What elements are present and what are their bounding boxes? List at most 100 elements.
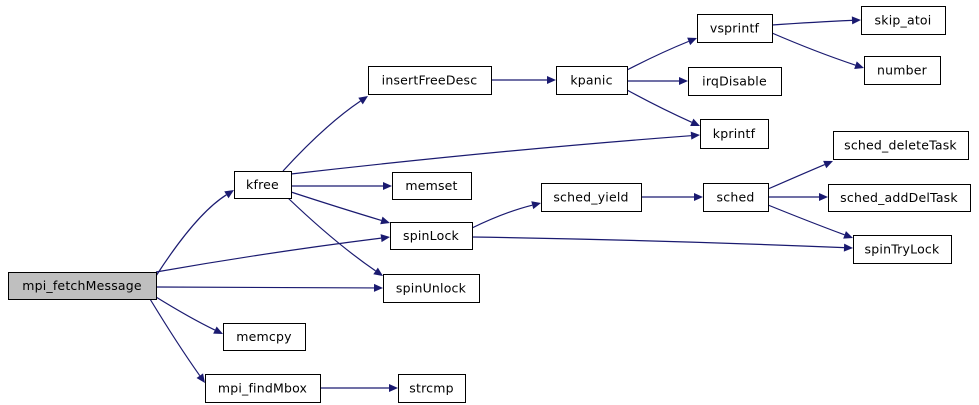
arrowhead-icon bbox=[547, 76, 556, 84]
node-box[interactable] bbox=[556, 66, 628, 95]
arrowhead-icon bbox=[690, 118, 700, 126]
node-sched_yield[interactable]: sched_yield bbox=[541, 183, 642, 212]
node-box[interactable] bbox=[383, 274, 480, 303]
node-label: kprintf bbox=[713, 126, 756, 141]
edge-sched_yield-to-sched bbox=[641, 193, 703, 201]
arrowhead-icon bbox=[196, 373, 205, 383]
edge-line bbox=[282, 100, 361, 172]
edge-mpi_fetchMessage-to-memcpy bbox=[155, 296, 223, 334]
node-strcmp[interactable]: strcmp bbox=[398, 374, 466, 403]
node-label: insertFreeDesc bbox=[382, 73, 478, 88]
edge-mpi_findMbox-to-strcmp bbox=[319, 384, 398, 392]
node-sched[interactable]: sched bbox=[703, 183, 769, 212]
node-mpi_fetchMessage[interactable]: mpi_fetchMessage bbox=[8, 272, 157, 300]
edge-mpi_fetchMessage-to-kfree bbox=[155, 190, 234, 277]
edge-kfree-to-kprintf bbox=[290, 131, 700, 175]
node-label: spinUnlock bbox=[396, 281, 467, 296]
node-number[interactable]: number bbox=[864, 56, 941, 85]
node-sched_addDelTask[interactable]: sched_addDelTask bbox=[828, 184, 971, 212]
node-box[interactable] bbox=[8, 272, 157, 300]
node-kpanic[interactable]: kpanic bbox=[556, 66, 628, 95]
edge-spinLock-to-sched_yield bbox=[471, 201, 541, 229]
node-box[interactable] bbox=[861, 6, 946, 35]
arrowhead-icon bbox=[843, 231, 853, 239]
node-box[interactable] bbox=[390, 222, 473, 250]
node-box[interactable] bbox=[398, 374, 466, 403]
edge-kfree-to-insertFreeDesc bbox=[282, 96, 368, 172]
arrowhead-icon bbox=[358, 96, 368, 105]
arrowhead-icon bbox=[531, 201, 541, 210]
node-insertFreeDesc[interactable]: insertFreeDesc bbox=[368, 66, 492, 95]
node-kprintf[interactable]: kprintf bbox=[700, 119, 769, 149]
node-spinUnlock[interactable]: spinUnlock bbox=[383, 274, 480, 303]
node-label: spinTryLock bbox=[865, 242, 940, 257]
arrowhead-icon bbox=[213, 326, 223, 334]
arrowhead-icon bbox=[687, 37, 697, 46]
edge-vsprintf-to-number bbox=[771, 32, 864, 69]
node-box[interactable] bbox=[697, 14, 773, 43]
node-irqDisable[interactable]: irqDisable bbox=[688, 67, 782, 96]
edge-kpanic-to-kprintf bbox=[626, 89, 700, 126]
edges-layer bbox=[149, 16, 864, 392]
node-label: sched_addDelTask bbox=[840, 190, 958, 205]
edge-line bbox=[290, 135, 692, 175]
edge-line bbox=[471, 204, 533, 229]
arrowhead-icon bbox=[823, 160, 833, 169]
edge-kpanic-to-irqDisable bbox=[627, 77, 688, 85]
edge-line bbox=[626, 40, 689, 71]
edge-mpi_fetchMessage-to-spinUnlock bbox=[155, 283, 383, 292]
node-skip_atoi[interactable]: skip_atoi bbox=[861, 6, 946, 35]
node-label: kfree bbox=[246, 177, 279, 192]
node-box[interactable] bbox=[703, 183, 769, 212]
arrowhead-icon bbox=[851, 16, 861, 25]
node-vsprintf[interactable]: vsprintf bbox=[697, 14, 773, 43]
edge-insertFreeDesc-to-kpanic bbox=[490, 76, 556, 84]
edge-sched-to-sched_addDelTask bbox=[768, 193, 828, 201]
node-memset[interactable]: memset bbox=[392, 172, 472, 200]
edge-line bbox=[771, 19, 853, 26]
arrowhead-icon bbox=[373, 283, 383, 292]
arrowhead-icon bbox=[694, 193, 703, 201]
node-sched_deleteTask[interactable]: sched_deleteTask bbox=[833, 131, 969, 160]
edge-line bbox=[155, 194, 227, 277]
node-label: strcmp bbox=[409, 381, 453, 396]
arrowhead-icon bbox=[224, 190, 234, 199]
node-box[interactable] bbox=[700, 119, 769, 149]
arrowhead-icon bbox=[819, 193, 828, 201]
node-label: mpi_findMbox bbox=[218, 381, 307, 396]
arrowhead-icon bbox=[854, 61, 864, 69]
edge-line bbox=[771, 32, 856, 66]
node-box[interactable] bbox=[392, 172, 472, 200]
node-box[interactable] bbox=[828, 184, 971, 212]
node-label: kpanic bbox=[570, 73, 612, 88]
node-spinTryLock[interactable]: spinTryLock bbox=[853, 235, 952, 264]
node-box[interactable] bbox=[833, 131, 969, 160]
node-box[interactable] bbox=[853, 235, 952, 264]
node-spinLock[interactable]: spinLock bbox=[390, 222, 473, 250]
node-memcpy[interactable]: memcpy bbox=[223, 323, 306, 351]
node-box[interactable] bbox=[223, 323, 306, 351]
edge-sched-to-spinTryLock bbox=[767, 204, 853, 239]
arrowhead-icon bbox=[380, 216, 390, 225]
edge-kfree-to-memset bbox=[291, 182, 392, 190]
node-box[interactable] bbox=[368, 66, 492, 95]
node-box[interactable] bbox=[205, 374, 321, 403]
node-label: memcpy bbox=[236, 329, 292, 344]
edge-line bbox=[287, 197, 376, 272]
node-box[interactable] bbox=[864, 56, 941, 85]
node-label: number bbox=[877, 63, 928, 78]
node-mpi_findMbox[interactable]: mpi_findMbox bbox=[205, 374, 321, 403]
node-kfree[interactable]: kfree bbox=[234, 171, 292, 199]
edge-line bbox=[471, 236, 845, 249]
edge-line bbox=[149, 298, 201, 377]
node-label: spinLock bbox=[403, 228, 460, 243]
node-label: vsprintf bbox=[710, 21, 760, 36]
edge-line bbox=[155, 296, 216, 331]
node-box[interactable] bbox=[541, 183, 642, 212]
node-label: memset bbox=[405, 178, 457, 193]
node-box[interactable] bbox=[688, 67, 782, 96]
node-box[interactable] bbox=[234, 171, 292, 199]
arrowhead-icon bbox=[690, 131, 700, 140]
node-label: sched bbox=[717, 190, 755, 205]
